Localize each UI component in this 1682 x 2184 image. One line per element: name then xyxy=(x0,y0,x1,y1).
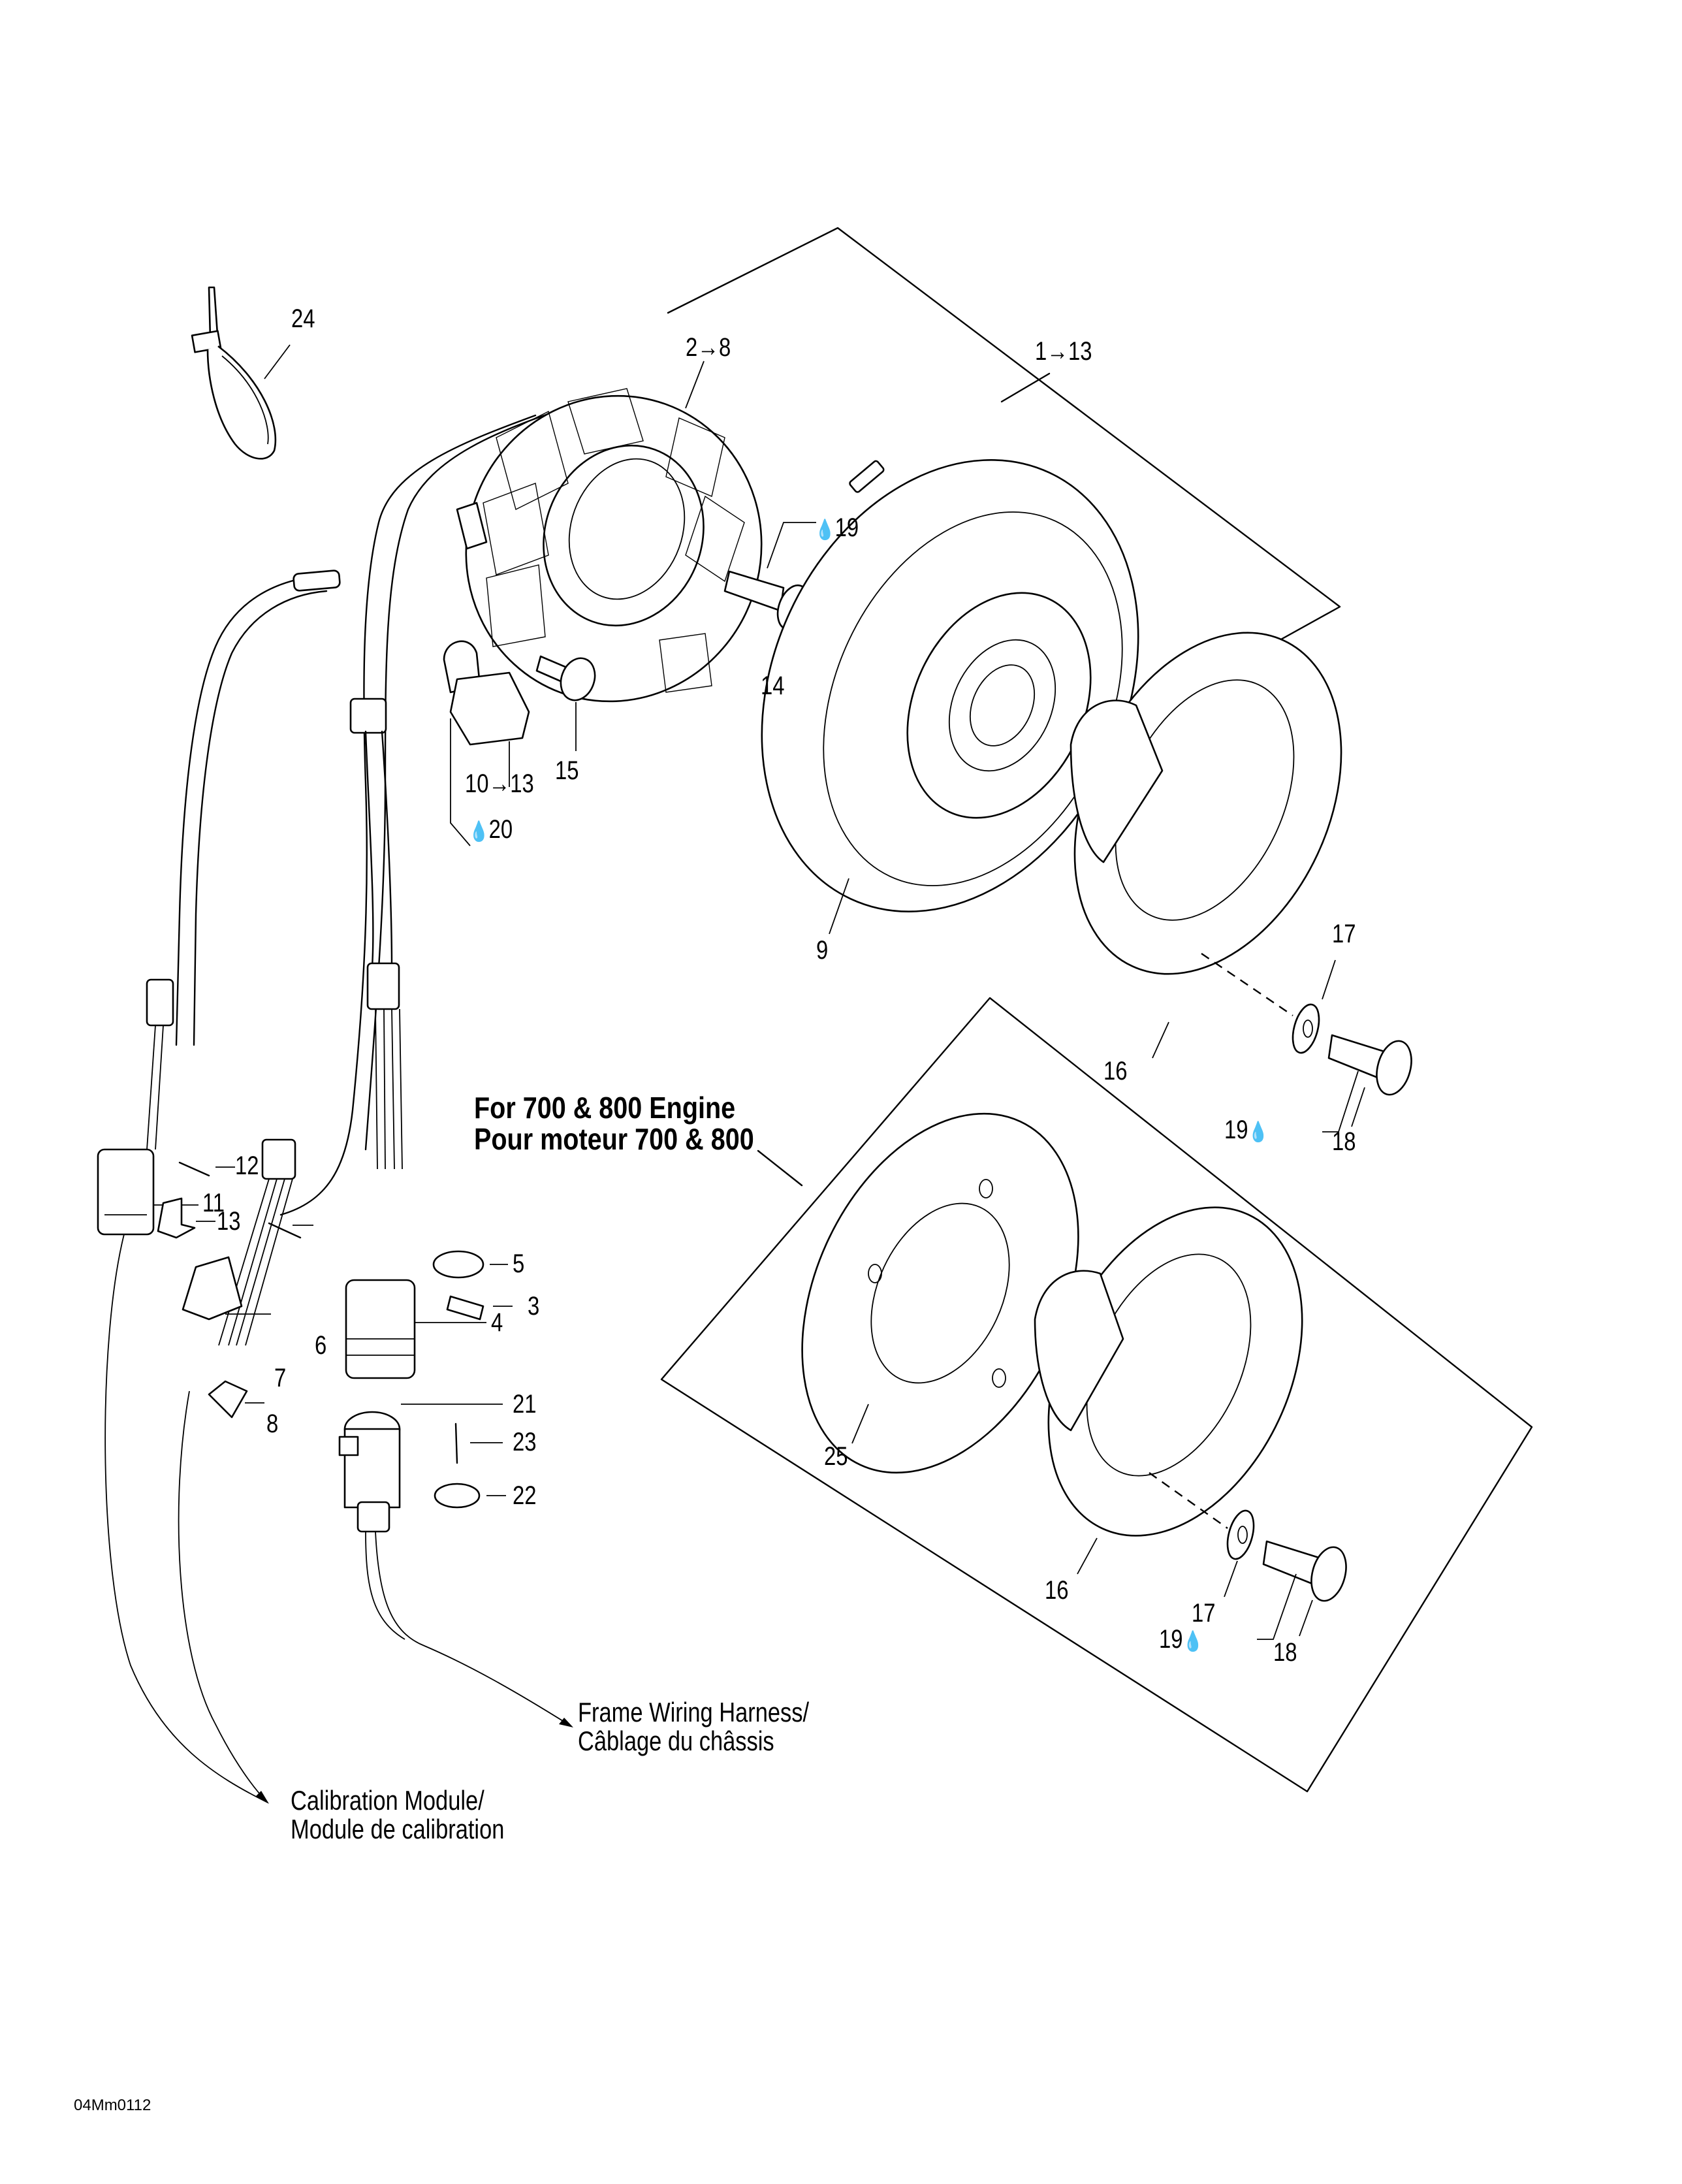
callout-19-bottom: 19💧 xyxy=(1159,1625,1203,1654)
bolt-18-upper-part xyxy=(1322,1034,1412,1132)
callout-18-top: 18 xyxy=(1332,1127,1356,1156)
screw-15-part xyxy=(535,655,596,751)
washer-17-upper-part xyxy=(1292,959,1336,1054)
connector-4-part xyxy=(345,1279,486,1379)
pin-12-part xyxy=(178,1161,235,1177)
callout-16-bottom: 16 xyxy=(1045,1576,1069,1605)
callout-10-13: 10→13 xyxy=(465,769,534,798)
tie-wrap-part xyxy=(191,286,291,460)
drop-icon: 💧 xyxy=(469,821,489,843)
callout-5: 5 xyxy=(513,1249,525,1278)
callout-7: 7 xyxy=(274,1364,287,1392)
calibration-module-lead xyxy=(104,1234,268,1803)
callout-2-8: 2→8 xyxy=(686,333,731,362)
callout-18-bottom: 18 xyxy=(1273,1638,1297,1667)
callout-24: 24 xyxy=(291,304,315,333)
drop-icon: 💧 xyxy=(815,519,835,541)
bolt-18-lower-part xyxy=(1257,1540,1347,1640)
callout-4: 4 xyxy=(491,1308,503,1337)
assembly-frame-upper xyxy=(667,227,1341,654)
pin-6-part xyxy=(268,1222,313,1239)
ring-gear-upper-part xyxy=(1070,632,1342,1059)
drop-icon: 💧 xyxy=(1182,1631,1203,1652)
drop-icon: 💧 xyxy=(1248,1121,1269,1143)
callout-17-top: 17 xyxy=(1332,920,1356,948)
callout-3: 3 xyxy=(528,1292,540,1321)
frame-harness-caption: Frame Wiring Harness/ Câblage du châssis xyxy=(578,1697,810,1757)
callout-9: 9 xyxy=(816,936,829,965)
callout-12: 12 xyxy=(235,1151,259,1180)
callout-19-top: 💧19 xyxy=(815,513,859,542)
terminal-23-part xyxy=(454,1422,503,1464)
callout-6: 6 xyxy=(315,1331,327,1360)
ring-gear-lower-part xyxy=(1034,1206,1303,1575)
figure-id: 04Mm0112 xyxy=(74,2096,151,2114)
subassembly-heading: For 700 & 800 Engine Pour moteur 700 & 8… xyxy=(474,1091,754,1157)
arrowhead xyxy=(256,1791,269,1804)
frame-harness-lead xyxy=(375,1531,569,1725)
wire-harness xyxy=(146,404,576,1346)
connector-11-part xyxy=(97,1148,198,1236)
stator-part xyxy=(456,361,763,703)
washer-17-lower-part xyxy=(1224,1509,1255,1598)
arrowhead xyxy=(559,1718,573,1727)
assembly-frame-lower xyxy=(660,997,1533,1793)
callout-20: 💧20 xyxy=(469,815,513,844)
seal-22-part xyxy=(434,1483,506,1509)
callout-23: 23 xyxy=(513,1428,537,1456)
callout-25: 25 xyxy=(824,1442,848,1471)
housing-21-part xyxy=(338,1404,503,1533)
callout-15: 15 xyxy=(555,756,579,785)
callout-11: 11 xyxy=(202,1189,225,1217)
callout-17-bottom: 17 xyxy=(1192,1599,1216,1628)
calibration-module-caption: Calibration Module/ Module de calibratio… xyxy=(291,1785,505,1845)
callout-21: 21 xyxy=(513,1390,537,1419)
seal-5-part xyxy=(432,1250,508,1279)
terminal-3-part xyxy=(446,1295,513,1321)
callout-16-top: 16 xyxy=(1103,1057,1128,1085)
callout-14: 14 xyxy=(761,671,785,700)
callout-19-mid: 19💧 xyxy=(1224,1116,1269,1144)
lock-13-part xyxy=(157,1197,215,1239)
connector-7-part xyxy=(182,1256,271,1321)
lock-8-part xyxy=(208,1380,264,1419)
trigger-coil-part xyxy=(443,640,530,846)
callout-22: 22 xyxy=(513,1481,537,1510)
callout-8: 8 xyxy=(266,1409,279,1438)
callout-1-13: 1→13 xyxy=(1035,337,1092,366)
callout-13: 13 xyxy=(217,1207,241,1236)
